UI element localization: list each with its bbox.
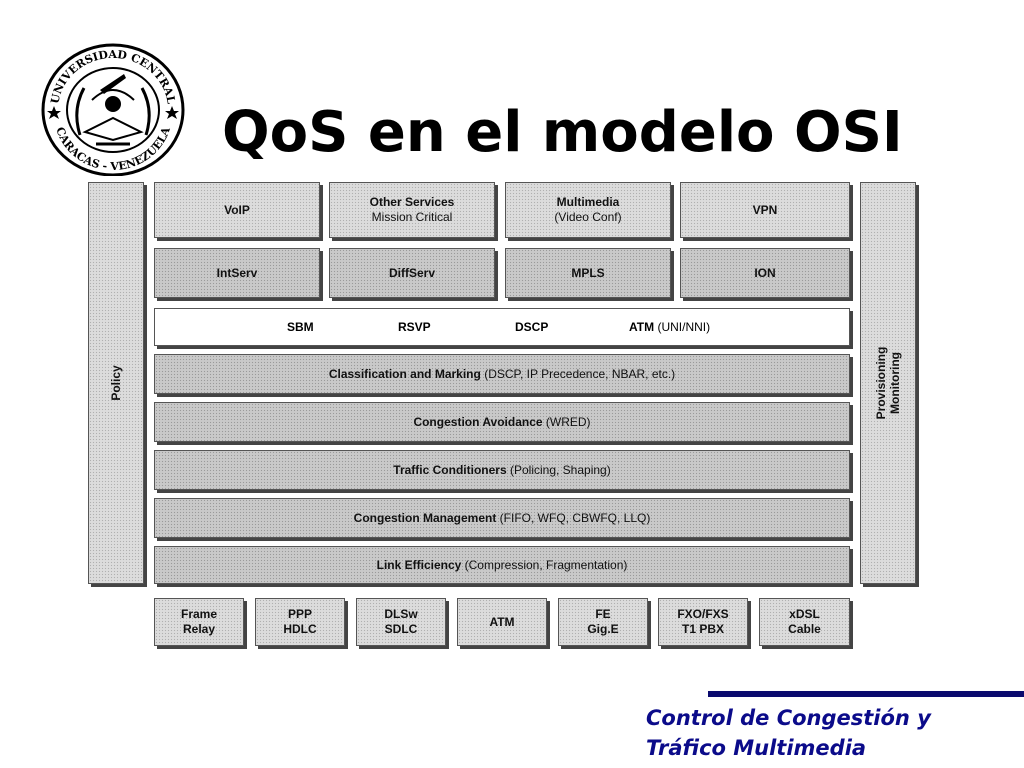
monitoring-label: Monitoring <box>888 352 902 414</box>
policy-bar: Policy <box>88 182 144 584</box>
service-sublabel: (Video Conf) <box>554 210 622 224</box>
architecture-box-intserv: IntServ <box>154 248 320 298</box>
layer-name: Traffic Conditioners <box>393 462 507 477</box>
service-label: Other Services <box>369 195 455 209</box>
link-box-dlsw-sdlc: DLSw SDLC <box>356 598 446 646</box>
protocol-sbm: SBM <box>287 320 314 334</box>
protocol-atm-name: ATM <box>629 320 655 334</box>
slide-title: QoS en el modelo OSI <box>222 100 903 165</box>
service-label: Multimedia <box>556 195 620 209</box>
layer-detail: (WRED) <box>542 414 591 429</box>
layer-traffic-conditioners: Traffic Conditioners (Policing, Shaping) <box>154 450 850 490</box>
layer-detail: (FIFO, WFQ, CBWFQ, LLQ) <box>496 510 651 525</box>
layer-congestion-management: Congestion Management (FIFO, WFQ, CBWFQ,… <box>154 498 850 538</box>
architecture-box-mpls: MPLS <box>505 248 671 298</box>
protocol-atm-detail: (UNI/NNI) <box>654 320 711 334</box>
link-box-fe-gige: FE Gig.E <box>558 598 648 646</box>
provisioning-monitoring-bar: Provisioning Monitoring <box>860 182 916 584</box>
link-label: DLSw <box>384 607 418 621</box>
link-label: PPP <box>287 607 312 621</box>
policy-label: Policy <box>109 365 123 401</box>
link-box-ppp-hdlc: PPP HDLC <box>255 598 345 646</box>
protocol-rsvp: RSVP <box>398 320 431 334</box>
link-label: Frame <box>180 607 218 621</box>
footer-caption: Control de Congestión y Tráfico Multimed… <box>646 703 1016 763</box>
service-box-vpn: VPN <box>680 182 850 238</box>
layer-link-efficiency: Link Efficiency (Compression, Fragmentat… <box>154 546 850 584</box>
link-sublabel: HDLC <box>283 622 317 636</box>
layer-classification-marking: Classification and Marking (DSCP, IP Pre… <box>154 354 850 394</box>
protocol-dscp: DSCP <box>515 320 549 334</box>
link-box-atm: ATM <box>457 598 547 646</box>
layer-detail: (DSCP, IP Precedence, NBAR, etc.) <box>480 366 676 381</box>
link-label: FXO/FXS <box>677 607 729 621</box>
architecture-label: MPLS <box>571 265 605 280</box>
link-label: FE <box>595 607 611 621</box>
architecture-label: IntServ <box>216 265 258 280</box>
layer-name: Congestion Management <box>353 510 497 525</box>
service-sublabel: Mission Critical <box>371 210 453 224</box>
protocol-row: SBM RSVP DSCP ATM (UNI/NNI) <box>154 308 850 346</box>
link-sublabel: T1 PBX <box>681 622 724 636</box>
link-sublabel: Cable <box>788 622 821 636</box>
layer-congestion-avoidance: Congestion Avoidance (WRED) <box>154 402 850 442</box>
footer-rule <box>708 691 1024 697</box>
architecture-box-diffserv: DiffServ <box>329 248 495 298</box>
footer-line-1: Control de Congestión y <box>646 706 931 730</box>
layer-detail: (Compression, Fragmentation) <box>461 557 628 572</box>
service-box-other-services: Other Services Mission Critical <box>329 182 495 238</box>
link-box-fxo-fxs: FXO/FXS T1 PBX <box>658 598 748 646</box>
architecture-label: ION <box>754 265 776 280</box>
link-sublabel: SDLC <box>384 622 418 636</box>
service-label: VPN <box>752 202 778 217</box>
link-label: ATM <box>489 614 515 629</box>
link-box-frame-relay: Frame Relay <box>154 598 244 646</box>
architecture-label: DiffServ <box>388 265 435 280</box>
provisioning-label: Provisioning <box>874 346 888 420</box>
layer-detail: (Policing, Shaping) <box>506 462 611 477</box>
layer-name: Link Efficiency <box>376 557 462 572</box>
protocol-atm: ATM (UNI/NNI) <box>629 320 710 334</box>
layer-name: Classification and Marking <box>328 366 481 381</box>
link-sublabel: Gig.E <box>587 622 619 636</box>
link-label: xDSL <box>789 607 820 621</box>
university-seal-icon: UNIVERSIDAD CENTRAL CARACAS - VENEZUELA <box>41 43 185 176</box>
provisioning-monitoring-label: Provisioning Monitoring <box>874 347 902 420</box>
layer-name: Congestion Avoidance <box>413 414 543 429</box>
service-box-voip: VoIP <box>154 182 320 238</box>
link-box-xdsl-cable: xDSL Cable <box>759 598 850 646</box>
architecture-box-ion: ION <box>680 248 850 298</box>
footer-line-2: Tráfico Multimedia <box>646 736 867 760</box>
service-box-multimedia: Multimedia (Video Conf) <box>505 182 671 238</box>
link-sublabel: Relay <box>182 622 216 636</box>
service-label: VoIP <box>224 202 250 217</box>
